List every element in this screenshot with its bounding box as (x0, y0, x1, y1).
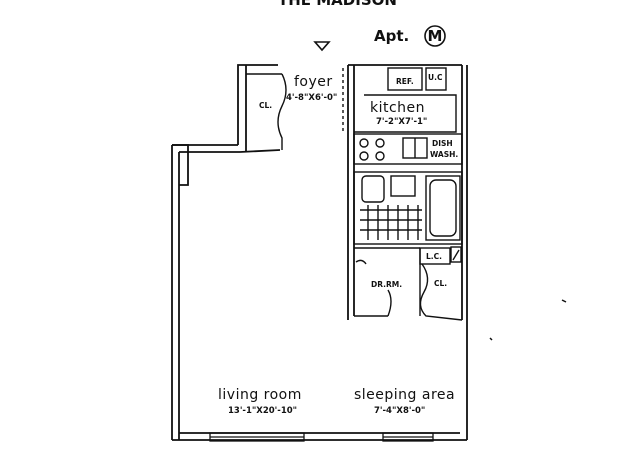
foyer-dims: 4'-8"X6'-0" (286, 93, 337, 103)
bath-closet-label: CL. (434, 279, 447, 288)
foyer-name: foyer (294, 74, 333, 90)
kitchen-fixtures (353, 67, 463, 165)
sleeping-area-dims: 7'-4"X8'-0" (374, 406, 425, 416)
apartment-label: Apt. (374, 27, 409, 45)
linen-closet-label: L.C. (426, 252, 442, 261)
bathroom (353, 171, 463, 245)
apartment-letter-circle (424, 25, 446, 47)
sleeping-area-name: sleeping area (354, 387, 455, 403)
building-name: THE MADISON (278, 0, 397, 9)
windows (209, 432, 434, 442)
kitchen-dims: 7'-2"X7'-1" (376, 117, 427, 127)
refrigerator-label: REF. (396, 77, 414, 86)
living-room-name: living room (218, 387, 302, 403)
dishwasher-label-2: WASH. (430, 150, 458, 159)
scan-marks (489, 299, 567, 341)
entry-arrow-icon (313, 41, 331, 52)
dishwasher-label-1: DISH (432, 139, 453, 148)
living-room-dims: 13'-1"X20'-10" (228, 406, 297, 416)
dressing-room-label: DR.RM. (371, 280, 402, 289)
upper-cabinet-label: U.C (428, 73, 443, 82)
kitchen-name: kitchen (370, 100, 425, 116)
dressing-area (354, 246, 463, 321)
foyer-closet-label: CL. (259, 101, 272, 110)
apartment-letter: M (428, 27, 443, 45)
foyer-closet (246, 73, 287, 150)
